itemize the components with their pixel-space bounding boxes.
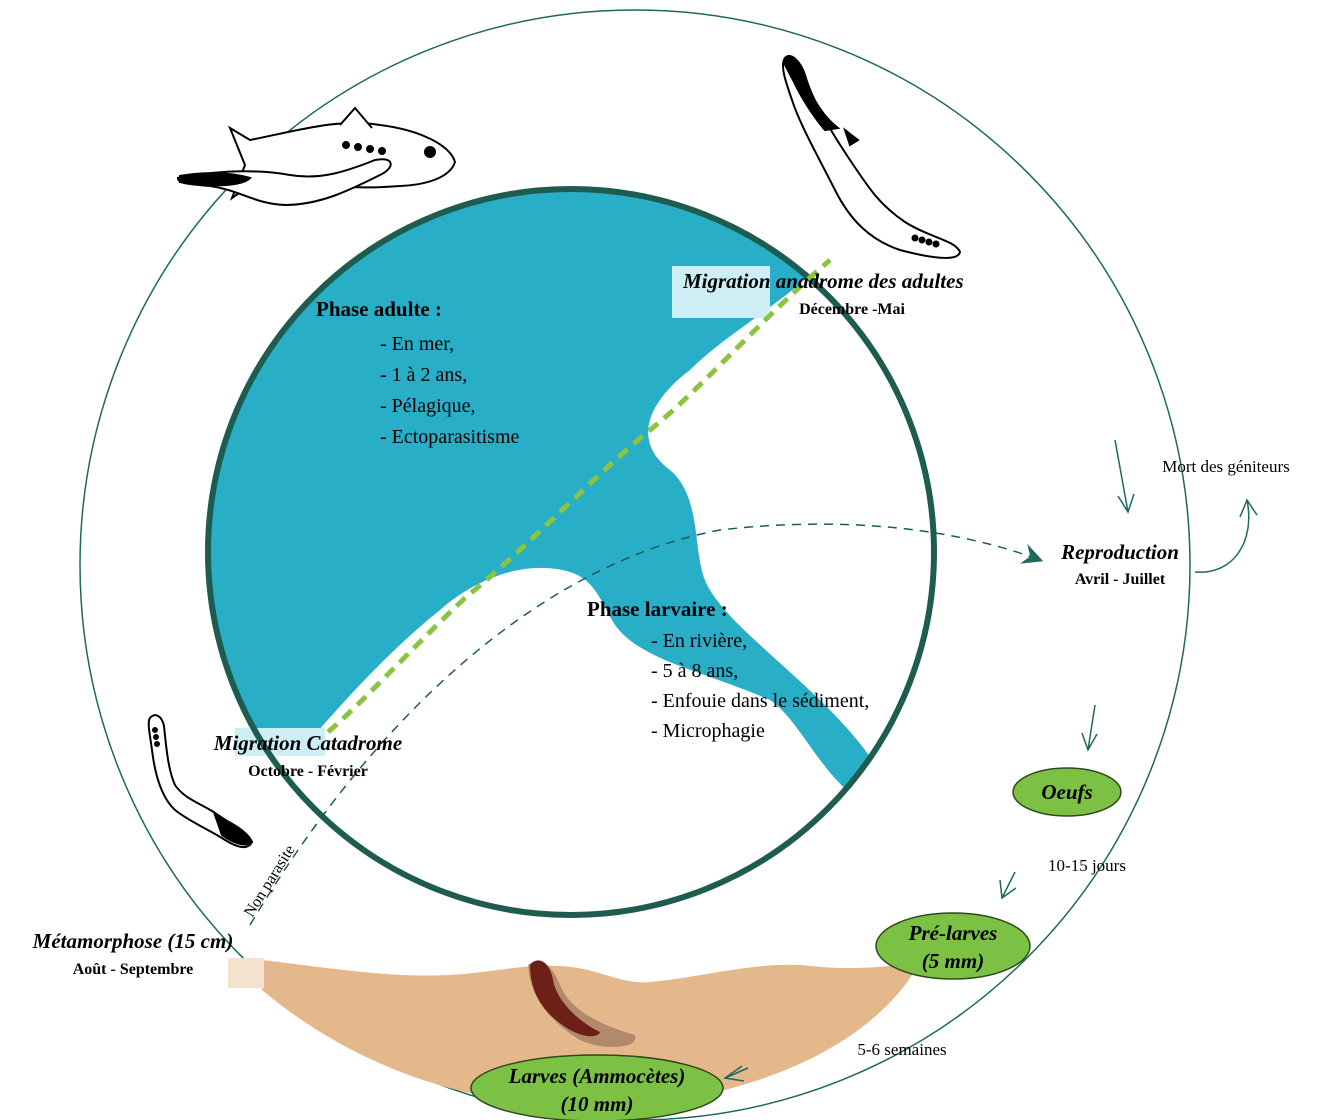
catadromous-migration-title: Migration Catadrome bbox=[213, 731, 402, 755]
ammocete-larva-icon bbox=[528, 960, 636, 1047]
eggs-duration: 10-15 jours bbox=[1048, 856, 1126, 875]
larvae-stage bbox=[470, 1054, 724, 1120]
larval-phase-title: Phase larvaire : bbox=[587, 597, 728, 621]
adult-phase-item: - En mer, bbox=[380, 333, 454, 355]
adult-lamprey-icon bbox=[782, 55, 962, 259]
pre-larvae-label: Pré-larves bbox=[908, 921, 998, 945]
prelarvae-duration: 5-6 semaines bbox=[857, 1040, 946, 1059]
sediment-fade bbox=[228, 958, 264, 988]
catadromous-migration-period: Octobre - Février bbox=[248, 763, 368, 780]
anadromous-migration-title: Migration anadrome des adultes bbox=[682, 269, 964, 293]
adult-phase-item: - 1 à 2 ans, bbox=[380, 364, 467, 386]
catadromous-label-bg bbox=[235, 728, 325, 756]
death-arrow bbox=[1194, 498, 1258, 573]
eggs-label: Oeufs bbox=[1041, 780, 1092, 804]
larval-phase-item: - En rivière, bbox=[651, 630, 747, 652]
adult-phase-item: - Pélagique, bbox=[380, 395, 476, 417]
metamorphosis-title: Métamorphose (15 cm) bbox=[32, 929, 234, 953]
anadromous-migration-period: Décembre -Mai bbox=[799, 301, 905, 318]
reproduction-title: Reproduction bbox=[1060, 540, 1179, 564]
outer-cycle-ring bbox=[79, 9, 1191, 1120]
inner-circle bbox=[205, 186, 937, 918]
larval-phase-item: - Microphagie bbox=[651, 720, 765, 742]
pre-larvae-stage bbox=[875, 912, 1031, 980]
lamprey-on-fish-icon bbox=[176, 106, 457, 207]
cycle-arrows bbox=[723, 439, 1135, 1082]
non-parasite-arc bbox=[249, 523, 1044, 926]
eggs-stage bbox=[1012, 767, 1122, 817]
migration-route bbox=[326, 258, 832, 734]
larvae-size: (10 mm) bbox=[561, 1092, 634, 1116]
reproduction-period: Avril - Juillet bbox=[1075, 571, 1166, 588]
adult-phase-item: - Ectoparasitisme bbox=[380, 426, 520, 448]
metamorphosis-period: Août - Septembre bbox=[73, 961, 194, 978]
larval-phase-item: - Enfouie dans le sédiment, bbox=[651, 690, 869, 712]
young-lamprey-icon bbox=[147, 714, 254, 848]
pre-larvae-size: (5 mm) bbox=[922, 949, 984, 973]
anadromous-label-bg bbox=[672, 266, 770, 318]
larvae-label: Larves (Ammocètes) bbox=[508, 1064, 686, 1088]
spawner-death-label: Mort des géniteurs bbox=[1162, 457, 1289, 476]
larval-phase-item: - 5 à 8 ans, bbox=[651, 660, 738, 682]
non-parasite-label: Non parasite bbox=[241, 842, 299, 920]
adult-phase-title: Phase adulte : bbox=[316, 297, 442, 321]
